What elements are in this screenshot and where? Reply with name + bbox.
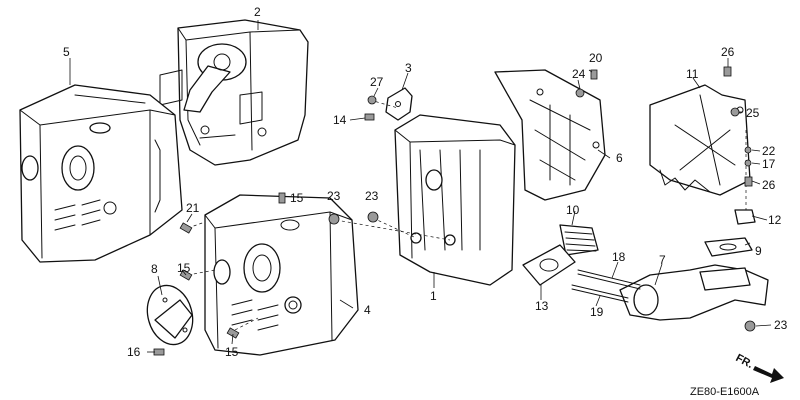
part-11-muffler-guard <box>649 84 751 196</box>
callout-5: 5 <box>63 45 70 59</box>
callout-15-top: 15 <box>290 191 304 205</box>
callout-3: 3 <box>405 61 412 75</box>
washer-27 <box>367 95 377 105</box>
part-19-stud <box>571 284 629 303</box>
callout-6: 6 <box>616 151 623 165</box>
callout-15-bottom: 15 <box>225 345 239 359</box>
washer-24 <box>575 88 585 98</box>
callout-1: 1 <box>430 289 437 303</box>
nut-23-mid <box>367 211 379 223</box>
callout-23-mid: 23 <box>365 189 379 203</box>
nut-23-left <box>328 213 340 225</box>
part-5-muffler-protector <box>19 84 183 263</box>
washer-22 <box>744 146 752 154</box>
callouts: 2 5 3 27 14 15 23 23 21 4 1 8 15 15 16 2… <box>63 5 788 359</box>
callout-22: 22 <box>762 144 776 158</box>
part-7-exhaust-pipe <box>619 264 769 321</box>
part-18-stud <box>577 269 641 290</box>
part-8-plate <box>146 284 194 346</box>
callout-12: 12 <box>768 213 782 227</box>
part-10-screen <box>559 224 599 256</box>
front-label: FR. <box>734 352 755 371</box>
assembly-lines <box>187 99 747 331</box>
callout-25: 25 <box>746 106 760 120</box>
part-4-muffler-protector <box>204 194 359 356</box>
bolt-14 <box>364 113 375 121</box>
callout-21: 21 <box>186 201 200 215</box>
callout-9: 9 <box>755 244 762 258</box>
callout-8: 8 <box>151 262 158 276</box>
part-2-muffler-protector <box>159 19 309 166</box>
part-13-gasket <box>522 244 576 286</box>
bolt-15-bottom <box>226 327 240 339</box>
callout-13: 13 <box>535 299 549 313</box>
front-arrow-icon <box>753 366 784 383</box>
part-12-bracket <box>734 209 756 225</box>
callout-23-right: 23 <box>774 318 788 332</box>
bolt-21 <box>179 222 193 234</box>
part-9-gasket <box>704 237 753 257</box>
callout-4: 4 <box>364 303 371 317</box>
callout-7: 7 <box>659 253 666 267</box>
callout-16: 16 <box>127 345 141 359</box>
part-3-bracket <box>385 87 413 121</box>
callout-14: 14 <box>333 113 347 127</box>
callout-19: 19 <box>590 305 604 319</box>
callout-26-bottom: 26 <box>762 178 776 192</box>
diagram-code: ZE80-E1600A <box>690 386 760 398</box>
callout-11: 11 <box>686 67 699 81</box>
bolt-26-bottom <box>744 176 753 187</box>
callout-2: 2 <box>254 5 261 19</box>
front-direction-mark: FR. <box>734 352 784 383</box>
callout-18: 18 <box>612 250 626 264</box>
hardware <box>153 66 756 356</box>
bolt-26-top <box>723 66 732 77</box>
callout-17: 17 <box>762 157 776 171</box>
leader-lines <box>69 20 772 353</box>
part-6-muffler-cover <box>494 69 606 201</box>
callout-24: 24 <box>572 67 586 81</box>
callout-20: 20 <box>589 51 603 65</box>
part-1-muffler <box>394 114 516 286</box>
bolt-15-top <box>278 192 286 204</box>
callout-23-left: 23 <box>327 189 341 203</box>
nut-23-right <box>744 320 756 332</box>
callout-10: 10 <box>566 203 580 217</box>
bolt-20 <box>590 69 598 80</box>
callout-26-top: 26 <box>721 45 735 59</box>
washer-17 <box>744 159 752 167</box>
nut-25 <box>730 107 740 117</box>
bolt-16 <box>153 348 165 356</box>
callout-15-left: 15 <box>177 261 191 275</box>
callout-27: 27 <box>370 75 384 89</box>
